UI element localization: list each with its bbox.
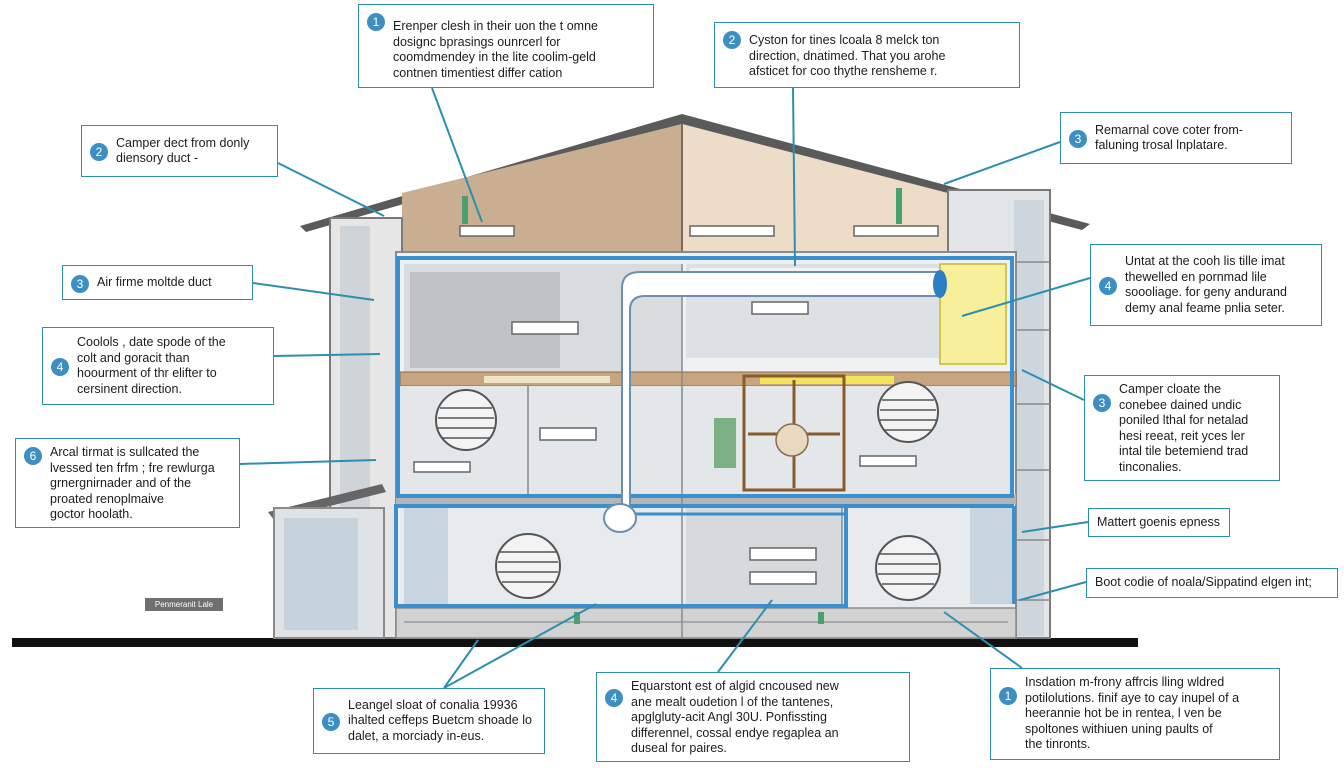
callout-text: Air firme moltde duct (97, 274, 212, 289)
foundation (395, 607, 1017, 639)
callout-number-badge: 1 (367, 13, 385, 31)
callout-text: Camper cloate the conebee dained undic p… (1119, 382, 1249, 474)
fan-lower-left (495, 533, 561, 599)
leader-lines (239, 87, 1091, 689)
callout-5: 3 Air firme moltde duct (62, 265, 253, 300)
callout-text: Cyston for tines lcoala 8 melck ton dire… (749, 33, 946, 78)
callout-number-badge: 3 (71, 274, 89, 293)
callout-number-badge: 2 (90, 143, 108, 161)
callout-text: Camper dect from donly diensory duct - (116, 135, 250, 166)
callout-13: 4 Equarstont est of algid cncoused new a… (596, 672, 910, 762)
callout-9: 3 Camper cloate the conebee dained undic… (1084, 375, 1280, 481)
callout-12: 5 Leangel sloat of conalia 19936 ihalted… (313, 688, 545, 754)
callout-text: Boot codie of noala/Sippatind elgen int; (1095, 575, 1312, 590)
callout-3: 3 Remarnal cove coter from- faluning tro… (1060, 112, 1292, 164)
fan-middle-left (435, 389, 497, 451)
callout-number-badge: 1 (999, 687, 1017, 705)
callout-text: Arcal tirmat is sullcated the lvessed te… (50, 445, 215, 521)
callout-number-badge: 6 (24, 447, 42, 465)
cabinet-frame (742, 374, 846, 492)
callout-2: 2 Cyston for tines lcoala 8 melck ton di… (714, 22, 1020, 88)
attic-left (402, 124, 682, 252)
fan-middle-right (877, 381, 939, 443)
callout-text: Equarstont est of algid cncoused new ane… (631, 679, 839, 755)
callout-number-badge: 2 (723, 31, 741, 49)
ground-line (12, 638, 1138, 647)
insulation-block (939, 263, 1007, 365)
callout-1: 1 Erenper clesh in their uon the t omne … (358, 4, 654, 88)
callout-text: Insdation m-frony affrcis lling wldred p… (1025, 675, 1240, 751)
callout-number-badge: 5 (322, 713, 340, 731)
main-duct-loop (396, 256, 1014, 498)
callout-text: Mattert goenis epness (1097, 514, 1220, 529)
callout-text: Untat at the cooh lis tille imat thewell… (1125, 254, 1287, 315)
attic-right (682, 124, 948, 252)
callout-8: 4 Untat at the cooh lis tille imat thewe… (1090, 244, 1322, 326)
callout-number-badge: 4 (1099, 277, 1117, 295)
callout-text: Coolols , date spode of the colt and gor… (77, 335, 226, 396)
callout-10: Mattert goenis epness (1088, 508, 1230, 537)
callout-text: Erenper clesh in their uon the t omne do… (393, 19, 598, 80)
callout-number-badge: 3 (1093, 394, 1111, 412)
callout-6: 4 Coolols , date spode of the colt and g… (42, 327, 274, 405)
callout-number-badge: 4 (605, 689, 623, 707)
callout-11: Boot codie of noala/Sippatind elgen int; (1086, 568, 1338, 598)
callout-7: 6 Arcal tirmat is sullcated the lvessed … (15, 438, 240, 528)
callout-text: Remarnal cove coter from- faluning trosa… (1095, 122, 1243, 153)
small-tag-label: Penmeranit Lale (145, 598, 223, 611)
callout-4: 2 Camper dect from donly diensory duct - (81, 125, 278, 177)
callout-number-badge: 3 (1069, 130, 1087, 148)
callout-number-badge: 4 (51, 358, 69, 376)
callout-text: Leangel sloat of conalia 19936 ihalted c… (348, 697, 532, 743)
callout-14: 1 Insdation m-frony affrcis lling wldred… (990, 668, 1280, 760)
fan-lower-right (875, 535, 941, 601)
